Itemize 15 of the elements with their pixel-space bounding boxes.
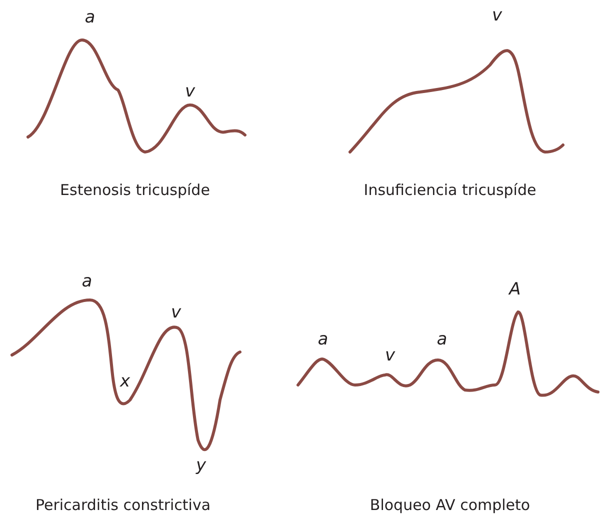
wave-label: v: [492, 6, 502, 26]
wave-label: v: [184, 82, 196, 102]
wave-label: y: [196, 456, 206, 476]
wave-label: a: [82, 272, 92, 292]
wave-label: a: [318, 330, 328, 350]
panel-caption: Estenosis tricuspíde: [60, 182, 210, 198]
wave-label: a: [436, 330, 448, 350]
panel-caption: Pericarditis constrictiva: [35, 496, 211, 514]
panel-caption: Insuficiencia tricuspíde: [364, 182, 536, 198]
wave-label: v: [170, 304, 182, 322]
panel-caption: Bloqueo AV completo: [370, 496, 530, 514]
wave-label: a: [84, 8, 96, 28]
wave-label: A: [509, 280, 521, 300]
wave-label: v: [384, 346, 396, 366]
wave-label: x: [120, 372, 130, 392]
